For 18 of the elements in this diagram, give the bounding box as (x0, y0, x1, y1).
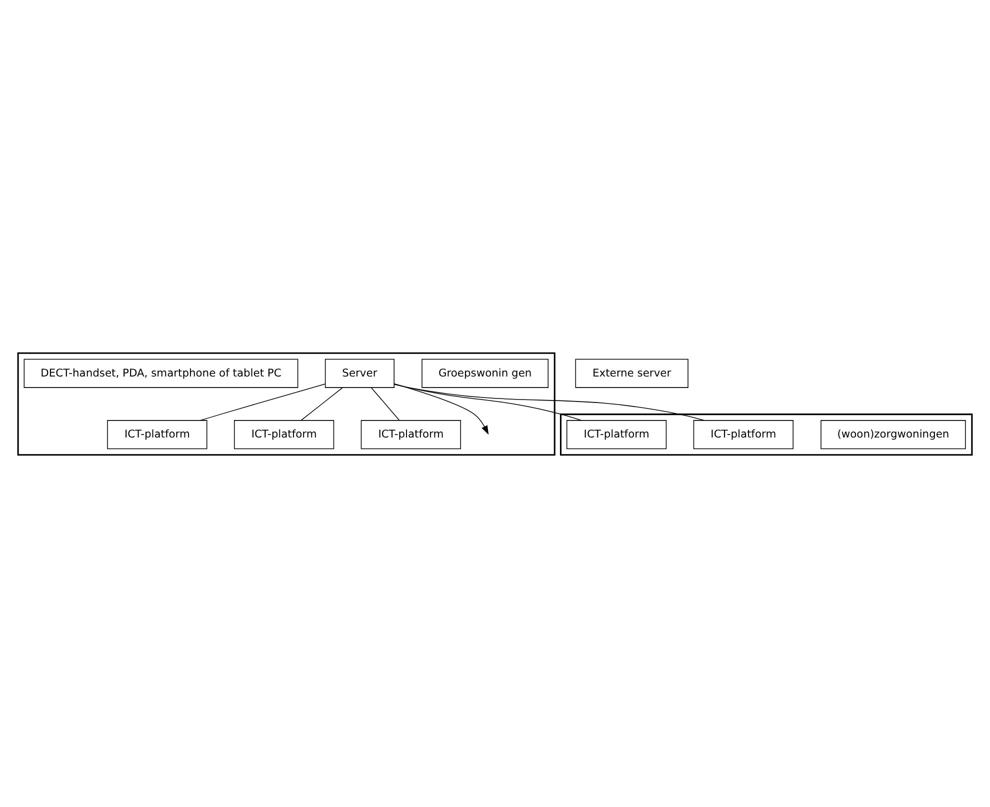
connector (200, 383, 326, 420)
node-box: ICT-platform (566, 420, 667, 449)
node-box: (woon)zorgwoningen (820, 420, 966, 449)
node-box: ICT-platform (693, 420, 794, 449)
node-box: ICT-platform (107, 420, 208, 449)
arrow (394, 382, 489, 434)
node-box: DECT-handset, PDA, smartphone of tablet PC (24, 358, 298, 388)
connector (394, 383, 582, 420)
connector (394, 384, 705, 420)
node-box: Server (324, 358, 394, 388)
node-box: Groepswonin gen (422, 358, 548, 388)
connector (370, 386, 400, 420)
cluster (17, 352, 556, 456)
node-box: Externe server (575, 358, 688, 388)
connector (300, 386, 343, 420)
cluster (560, 413, 973, 456)
node-box: ICT-platform (234, 420, 334, 449)
node-box: ICT-platform (360, 420, 461, 449)
